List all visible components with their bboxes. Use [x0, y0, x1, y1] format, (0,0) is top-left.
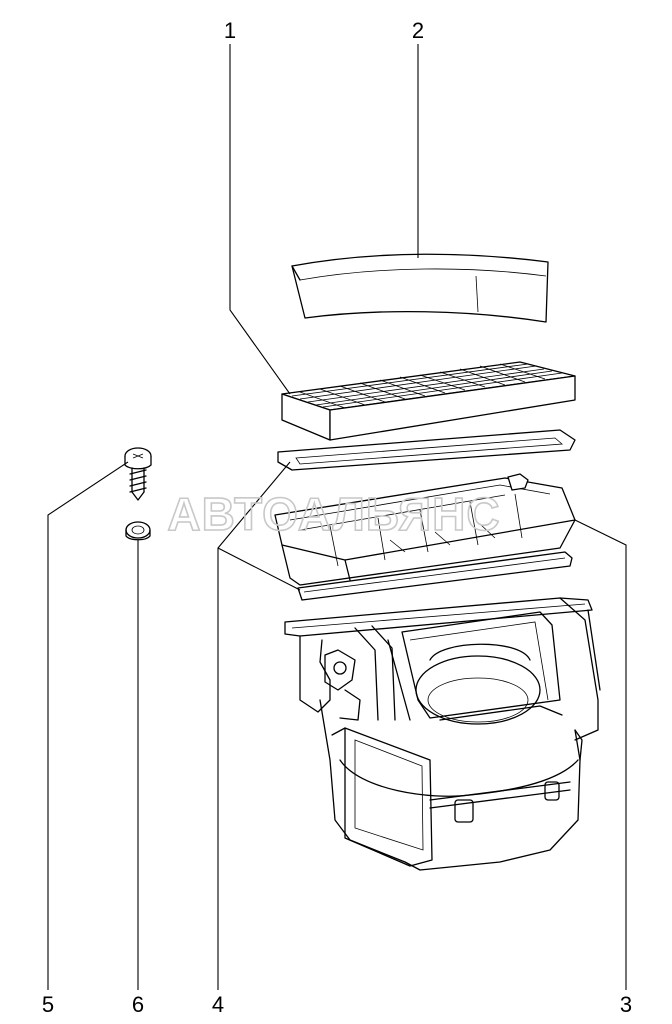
part-4-seal — [297, 551, 573, 601]
part-2-filter-cover — [291, 253, 549, 323]
upper-frame-seal — [277, 429, 576, 471]
leader-lines — [47, 44, 627, 990]
callout-3: 3 — [620, 992, 632, 1017]
part-3-filter-housing — [274, 473, 576, 586]
callout-1: 1 — [224, 18, 236, 43]
leader-3 — [574, 519, 627, 990]
callout-5: 5 — [42, 992, 54, 1017]
watermark-text: АВТОАЛЬЯНС — [167, 488, 500, 540]
leader-4a — [217, 461, 291, 990]
leader-4b — [217, 547, 301, 591]
part-1-cabin-filter — [281, 361, 576, 441]
leader-5 — [47, 461, 129, 990]
part-6-washer — [125, 521, 151, 541]
part-5-screw — [124, 447, 152, 501]
callout-2: 2 — [412, 18, 424, 43]
callout-4: 4 — [212, 992, 224, 1017]
leader-1 — [229, 44, 291, 395]
blower-housing — [284, 597, 601, 871]
callout-6: 6 — [132, 992, 144, 1017]
